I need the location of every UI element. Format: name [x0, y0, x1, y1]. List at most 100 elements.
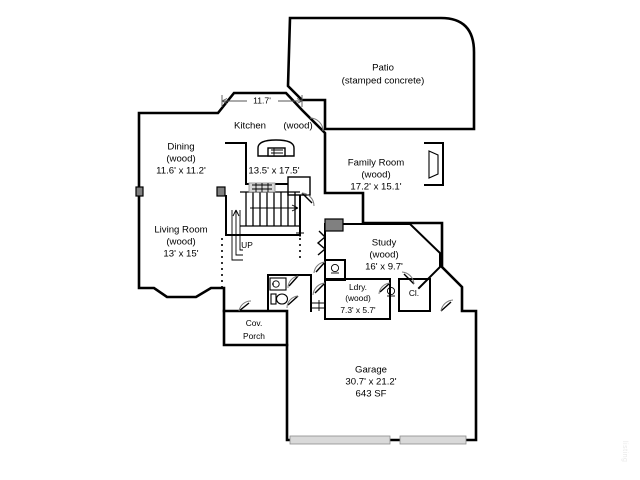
door-leaf-laundry — [314, 282, 326, 294]
door-leaf-front-entry — [238, 302, 250, 312]
door-utility-study[interactable] — [313, 261, 326, 274]
column-icon-study — [324, 218, 344, 232]
laundry-material-label: (wood) — [345, 293, 371, 303]
door-swing-icon-laundry-closet — [378, 282, 391, 295]
porch-label-line2: Porch — [243, 331, 265, 341]
living-dims-label: 13' x 15' — [163, 249, 198, 260]
dimension-top-label: 11.7' — [253, 95, 271, 105]
utility-sink-laundry — [386, 286, 396, 297]
door-laundry[interactable] — [312, 282, 326, 296]
patio-outline — [286, 16, 476, 131]
dimension-kitchen-width: 11.7' — [221, 95, 303, 107]
door-leaf-garage-service — [440, 301, 452, 312]
porch-outline — [222, 309, 289, 347]
laundry-label: Ldry. — [349, 282, 367, 292]
door-leaf-utility-study — [315, 261, 326, 273]
door-leaf-hall-porch — [287, 295, 299, 306]
kitchen-label: Kitchen — [234, 121, 266, 132]
door-study-hall[interactable] — [401, 271, 415, 285]
opening-tick-icon — [296, 229, 304, 237]
room-garage[interactable]: Garage 30.7' x 21.2' 643 SF — [289, 365, 467, 445]
room-powder[interactable] — [267, 274, 312, 312]
watermark-label: listing — [621, 440, 628, 462]
door-swing-icon-study-hall — [401, 271, 415, 285]
door-leaf-kitchen-patio — [309, 117, 321, 129]
family-dims-label: 17.2' x 15.1' — [350, 182, 401, 193]
family-label: Family Room — [348, 158, 405, 169]
fireplace-icon — [428, 150, 439, 179]
stair-landing — [287, 176, 311, 196]
utility-closet-study — [324, 259, 346, 281]
doors-group — [238, 117, 454, 312]
door-hall-porch[interactable] — [286, 295, 299, 309]
door-powder[interactable] — [287, 275, 299, 289]
cooktop-burners-icon — [271, 148, 283, 156]
stairs-up-label: UP — [241, 240, 253, 250]
door-leaf-laundry-closet — [379, 282, 391, 293]
kitchen-dims-label: 13.5' x 17.5' — [248, 166, 299, 177]
door-study-entry[interactable] — [316, 230, 327, 256]
room-laundry[interactable]: Ldry. (wood) 7.3' x 5.7' — [312, 278, 391, 320]
stair-wall-lower — [225, 195, 301, 236]
door-swing-icon-front-entry — [238, 300, 252, 312]
sink-icon-laundry — [386, 286, 396, 296]
room-living[interactable]: Living Room (wood) 13' x 15' — [154, 225, 207, 260]
room-patio[interactable]: Patio (stamped concrete) — [286, 16, 476, 131]
garage-dims-label: 30.7' x 21.2' — [345, 377, 396, 388]
patio-label: Patio — [372, 63, 394, 74]
dining-dims-label: 11.6' x 11.2' — [156, 166, 206, 177]
powder-walls — [267, 274, 312, 312]
up-arrow-head — [232, 209, 240, 217]
door-garage-service[interactable] — [440, 299, 454, 312]
door-leaf-study-hall — [403, 273, 415, 285]
door-swing-icon-garage-service — [440, 299, 454, 312]
door-laundry-closet[interactable] — [378, 282, 391, 295]
door-leaf-powder — [288, 275, 299, 287]
room-closet[interactable]: Cl. — [398, 278, 431, 312]
closet-walls — [398, 278, 431, 312]
study-dims-label: 16' x 9.7' — [365, 262, 403, 273]
study-material-label: (wood) — [369, 250, 398, 261]
garage-door-icon-right[interactable] — [399, 435, 467, 445]
room-covered-porch[interactable]: Cov. Porch — [222, 309, 289, 347]
door-leaf-family-stairs — [301, 192, 313, 204]
study-angled-wall — [324, 223, 441, 290]
door-swing-icon-kitchen-patio — [309, 117, 324, 132]
door-swing-icon-laundry — [312, 282, 326, 296]
living-label: Living Room — [154, 225, 207, 236]
room-dining[interactable]: Dining (wood) 11.6' x 11.2' — [156, 142, 206, 177]
column-icon-left — [135, 186, 144, 197]
study-label: Study — [372, 238, 397, 249]
washer-dryer-icon — [312, 300, 326, 311]
stair-run-arrowhead — [291, 204, 299, 212]
door-family-stairs[interactable] — [301, 192, 315, 207]
fireplace-surround — [424, 142, 444, 186]
door-swing-icon-powder — [287, 275, 299, 289]
door-front-entry[interactable] — [238, 300, 252, 312]
patio-material-label: (stamped concrete) — [342, 76, 425, 87]
up-arrow-path — [231, 210, 243, 261]
utility-sink-study — [324, 259, 346, 281]
garage-door-icon-left[interactable] — [289, 435, 391, 445]
laundry-dims-label: 7.3' x 5.7' — [340, 305, 376, 315]
door-kitchen-patio[interactable] — [309, 117, 324, 132]
garage-area-label: 643 SF — [356, 389, 387, 400]
room-kitchen[interactable]: Kitchen (wood) 13.5' x 17.5' — [234, 121, 313, 177]
dim-arrow-right — [296, 98, 303, 104]
room-family[interactable]: Family Room (wood) 17.2' x 15.1' — [348, 142, 444, 193]
stairs-assembly[interactable]: UP — [225, 142, 311, 261]
family-material-label: (wood) — [361, 170, 390, 181]
sink-icon-study — [330, 263, 340, 273]
kitchen-material-label: (wood) — [283, 121, 312, 132]
door-swing-icon-hall-porch — [286, 295, 299, 309]
house-outer-shell — [137, 91, 478, 442]
dining-material-label: (wood) — [166, 154, 195, 165]
garage-label: Garage — [355, 365, 387, 376]
porch-label-line1: Cov. — [246, 318, 263, 328]
door-swing-icon-family-stairs — [301, 192, 315, 207]
laundry-walls — [324, 278, 391, 320]
house-outline — [137, 91, 478, 442]
column-icon-center — [216, 186, 226, 197]
